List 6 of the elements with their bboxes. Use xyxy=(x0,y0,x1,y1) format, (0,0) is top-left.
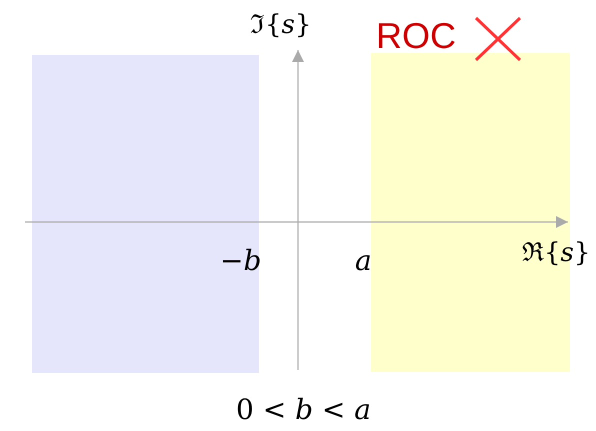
tick-label: a xyxy=(355,247,372,275)
condition-text: 0 < b < a xyxy=(236,396,371,424)
axis-label: ℜ{s} xyxy=(522,240,590,266)
roc-label: ROC xyxy=(376,18,456,54)
tick-label: −b xyxy=(220,247,262,275)
axis-label: ℑ{s} xyxy=(250,12,312,38)
